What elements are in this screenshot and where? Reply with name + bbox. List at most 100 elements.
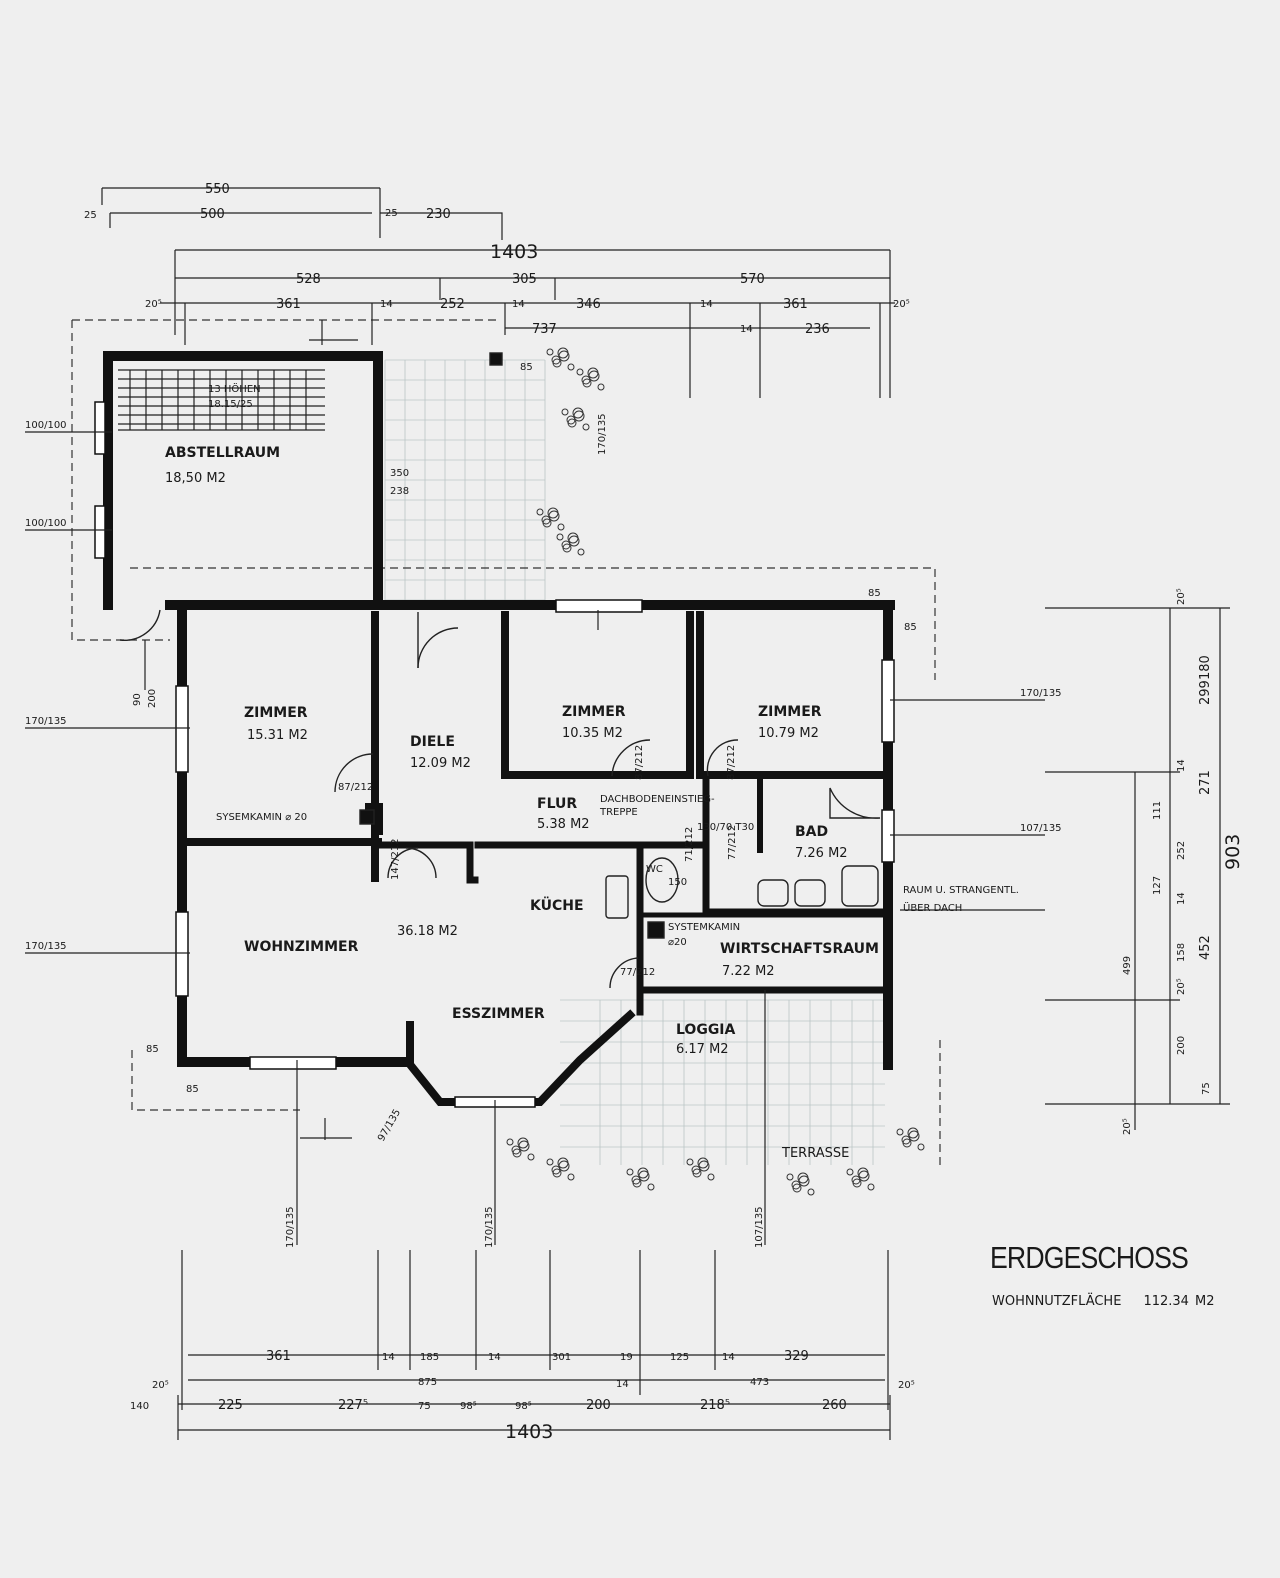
dim-bot-75: 75 [418,1401,431,1412]
dim-left-4: 170/135 [25,941,67,952]
dim-top-737: 737 [532,322,557,337]
door-size-6: 130/70 T30 [697,822,754,833]
dim-bot-win-3: 107/135 [754,1206,765,1248]
dim-bot-260: 260 [822,1398,847,1413]
dim-right-20c: 20⁵ [1122,1118,1133,1135]
dim-bot-14d: 14 [616,1379,629,1390]
room-name-diele: DIELE [410,734,455,750]
dimension-lines [25,187,1230,1440]
dim-bot-875: 875 [418,1377,437,1388]
dim-right-127: 127 [1152,876,1163,895]
room-area-zimmer-3: 10.79 M2 [758,726,819,741]
dim-right-75: 75 [1201,1082,1212,1095]
dim-bot-125: 125 [670,1352,689,1363]
dim-top-236: 236 [805,322,830,337]
dimension-labels-bottom: 361 14 185 14 301 19 125 14 329 20⁵ 875 … [130,1108,915,1443]
window-170-135: 170/135 [597,413,608,455]
dim-top-20a: 20⁵ [145,299,162,310]
room-name-kueche: KÜCHE [530,896,584,914]
dim-top-361a: 361 [276,297,301,312]
room-name-abstellraum: ABSTELLRAUM [165,445,280,461]
dim-top-25b: 25 [385,208,398,219]
room-area-bad: 7.26 M2 [795,846,848,861]
windows [94,401,895,1108]
plan-title: ERDGESCHOSS [990,1240,1189,1275]
dim-top-25a: 25 [84,210,97,221]
door-size-2: 87/212 [634,745,645,780]
dim-top-14c: 14 [700,299,713,310]
room-name-zimmer-3: ZIMMER [758,704,822,720]
dim-right-271: 271 [1198,770,1213,795]
dim-top-20b: 20⁵ [893,299,910,310]
dim-top-14a: 14 [380,299,393,310]
dim-bot-140: 140 [130,1401,149,1412]
dim-bot-225: 225 [218,1398,243,1413]
dim-90: 90 [132,693,143,706]
dim-right-win-1: 170/135 [1020,688,1062,699]
dim-bot-14b: 14 [488,1352,501,1363]
stair-label: 13 HÖHEN [208,382,261,395]
room-name-terrasse: TERRASSE [781,1146,849,1161]
dim-bot-14a: 14 [382,1352,395,1363]
room-name-zimmer-1: ZIMMER [244,705,308,721]
dim-top-14b: 14 [512,299,525,310]
dim-bot-win-4: 97/135 [376,1108,403,1144]
dim-top-500: 500 [200,207,225,222]
dim-right-180: 180 [1198,655,1213,680]
wc-size: 150 [668,877,687,888]
room-area-diele: 12.09 M2 [410,756,471,771]
dim-bot-98a: 98⁵ [460,1401,477,1412]
dim-85-c: 85 [146,1044,159,1055]
room-area-flur: 5.38 M2 [537,817,590,832]
room-labels: ABSTELLRAUM 18,50 M2 13 HÖHEN 18.15/25 Z… [165,382,879,1161]
dim-bot-98b: 98⁵ [515,1401,532,1412]
dim-top-361b: 361 [783,297,808,312]
dim-right-252: 252 [1176,841,1187,860]
dimension-labels-top: 550 500 25 25 230 1403 528 305 570 20⁵ 3… [84,182,910,337]
dim-right-299: 299 [1198,680,1213,705]
dim-bot-20a: 20⁵ [152,1380,169,1391]
dim-top-14d: 14 [740,324,753,335]
dim-right-14b: 14 [1176,892,1187,905]
dim-bot-329: 329 [784,1349,809,1364]
dim-bot-218: 218⁵ [700,1398,730,1413]
dim-bot-227: 227⁵ [338,1398,368,1413]
stairs [118,369,325,431]
dim-right-452: 452 [1198,935,1213,960]
room-name-esszimmer: ESSZIMMER [452,1006,545,1022]
projection-dashed-lines [71,319,941,1170]
room-area-wohnzimmer: 36.18 M2 [397,924,458,939]
room-area-loggia: 6.17 M2 [676,1042,729,1057]
dim-bot-14c: 14 [722,1352,735,1363]
dim-bot-win-2: 170/135 [484,1206,495,1248]
dim-top-230: 230 [426,207,451,222]
dim-bot-19: 19 [620,1352,633,1363]
dim-top-1403: 1403 [490,241,538,263]
dim-350: 350 [390,468,409,479]
chimney-note-1: SYSEMKAMIN ⌀ 20 [216,812,307,823]
door-size-3: 87/212 [726,745,737,780]
room-name-loggia: LOGGIA [676,1022,736,1038]
dim-right-20b: 20⁵ [1176,978,1187,995]
dimension-labels-right: 170/135 107/135 903 299 271 452 180 111 … [1020,588,1244,1135]
dim-85-d: 85 [186,1084,199,1095]
usable-area-label: WOHNNUTZFLÄCHE [992,1294,1122,1309]
dim-right-111: 111 [1152,801,1163,820]
tile-grid [384,359,885,1165]
dim-left-2: 100/100 [25,518,67,529]
dim-right-903: 903 [1222,834,1244,870]
shrub-drawing [506,347,925,1196]
room-area-abstellraum: 18,50 M2 [165,471,226,486]
dim-top-528: 528 [296,272,321,287]
dim-85-e: 85 [520,362,533,373]
room-area-zimmer-1: 15.31 M2 [247,728,308,743]
dim-right-200: 200 [1176,1036,1187,1055]
dim-right-20a: 20⁵ [1176,588,1187,605]
door-size-4: 147/212 [390,838,401,880]
room-name-bad: BAD [795,824,828,840]
dim-top-252: 252 [440,297,465,312]
dim-bot-301: 301 [552,1352,571,1363]
door-swings [119,609,881,989]
